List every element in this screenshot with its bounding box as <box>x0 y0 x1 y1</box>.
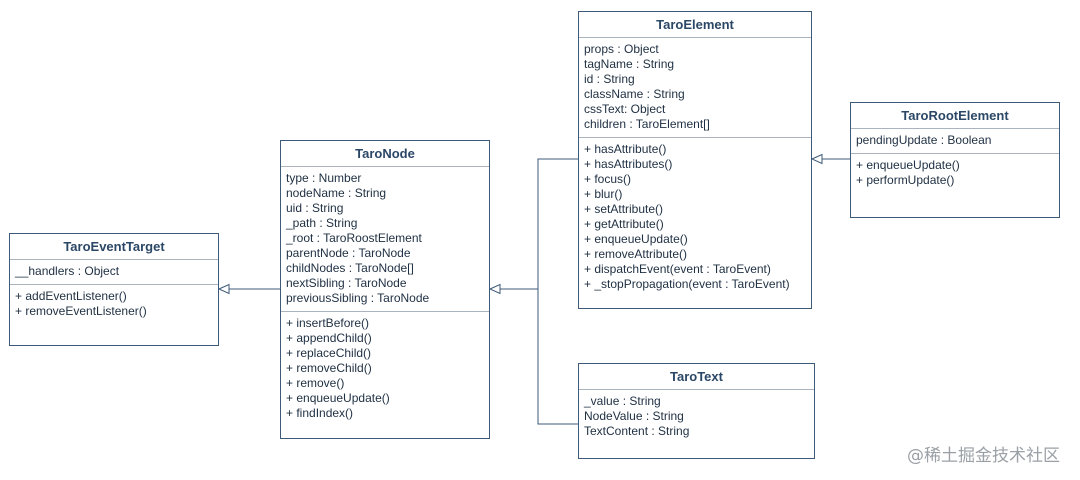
method-enqueue-update: + enqueueUpdate() <box>856 158 960 172</box>
class-taro-event-target: TaroEventTarget __handlers : Object + ad… <box>9 233 219 346</box>
attribute-class-name: className : String <box>584 87 685 101</box>
method-get-attribute: + getAttribute() <box>584 217 664 231</box>
arrowhead-node <box>488 283 501 295</box>
method-replace-child: + replaceChild() <box>286 346 372 360</box>
attribute-props: props : Object <box>584 42 659 56</box>
watermark: @稀土掘金技术社区 <box>907 446 1060 466</box>
class-title: TaroRootElement <box>851 103 1059 129</box>
attribute-children: children : TaroElement[] <box>584 117 710 131</box>
class-taro-root-element: TaroRootElement pendingUpdate : Boolean … <box>850 102 1060 218</box>
method-remove-child: + removeChild() <box>286 361 372 375</box>
class-title: TaroText <box>579 364 814 390</box>
class-title: TaroNode <box>281 141 489 167</box>
methods-section: + addEventListener() + removeEventListen… <box>10 284 218 324</box>
methods-section: + hasAttribute() + hasAttributes() + foc… <box>579 137 811 297</box>
method-set-attribute: + setAttribute() <box>584 202 664 216</box>
method-perform-update: + performUpdate() <box>856 173 955 187</box>
attribute-node-value: NodeValue : String <box>584 409 684 423</box>
method-enqueue-update: + enqueueUpdate() <box>286 391 390 405</box>
method-stop-propagation: + _stopPropagation(event : TaroEvent) <box>584 277 790 291</box>
method-remove-attribute: + removeAttribute() <box>584 247 688 261</box>
attribute-root: _root : TaroRoostElement <box>286 231 422 245</box>
class-title: TaroEventTarget <box>10 234 218 260</box>
attribute-tag-name: tagName : String <box>584 57 675 71</box>
attributes-section: __handlers : Object <box>10 260 218 284</box>
class-taro-node: TaroNode type : Number nodeName : String… <box>280 140 490 439</box>
attributes-section: props : Object tagName : String id : Str… <box>579 38 811 137</box>
method-blur: + blur() <box>584 187 623 201</box>
method-remove-event-listener: + removeEventListener() <box>15 304 147 318</box>
attribute-pending-update: pendingUpdate : Boolean <box>856 133 992 147</box>
method-dispatch-event: + dispatchEvent(event : TaroEvent) <box>584 262 771 276</box>
edge-element-to-node <box>537 158 578 425</box>
attribute-value: _value : String <box>584 394 661 408</box>
method-enqueue-update: + enqueueUpdate() <box>584 232 688 246</box>
attribute-uid: uid : String <box>286 201 344 215</box>
class-taro-text: TaroText _value : String NodeValue : Str… <box>578 363 815 459</box>
arrowhead-event-target <box>217 283 230 295</box>
method-remove: + remove() <box>286 376 345 390</box>
attribute-path: _path : String <box>286 216 358 230</box>
class-taro-element: TaroElement props : Object tagName : Str… <box>578 11 812 309</box>
method-add-event-listener: + addEventListener() <box>15 289 127 303</box>
attributes-section: pendingUpdate : Boolean <box>851 129 1059 153</box>
attribute-node-name: nodeName : String <box>286 186 387 200</box>
attributes-section: type : Number nodeName : String uid : St… <box>281 167 489 311</box>
method-has-attributes: + hasAttributes() <box>584 157 673 171</box>
method-insert-before: + insertBefore() <box>286 316 370 330</box>
method-find-index: + findIndex() <box>286 406 354 420</box>
class-title: TaroElement <box>579 12 811 38</box>
attribute-next-sibling: nextSibling : TaroNode <box>286 276 407 290</box>
method-append-child: + appendChild() <box>286 331 372 345</box>
attributes-section: _value : String NodeValue : String TextC… <box>579 390 814 444</box>
method-focus: + focus() <box>584 172 632 186</box>
attribute-child-nodes: childNodes : TaroNode[] <box>286 261 414 275</box>
attribute-parent-node: parentNode : TaroNode <box>286 246 411 260</box>
attribute-id: id : String <box>584 72 635 86</box>
attribute-handlers: __handlers : Object <box>15 264 120 278</box>
attribute-type: type : Number <box>286 171 362 185</box>
attribute-css-text: cssText: Object <box>584 102 666 116</box>
method-has-attribute: + hasAttribute() <box>584 142 667 156</box>
attribute-text-content: TextContent : String <box>584 424 690 438</box>
methods-section: + enqueueUpdate() + performUpdate() <box>851 153 1059 193</box>
arrowhead-element <box>810 153 823 165</box>
attribute-previous-sibling: previousSibling : TaroNode <box>286 291 430 305</box>
methods-section: + insertBefore() + appendChild() + repla… <box>281 311 489 426</box>
